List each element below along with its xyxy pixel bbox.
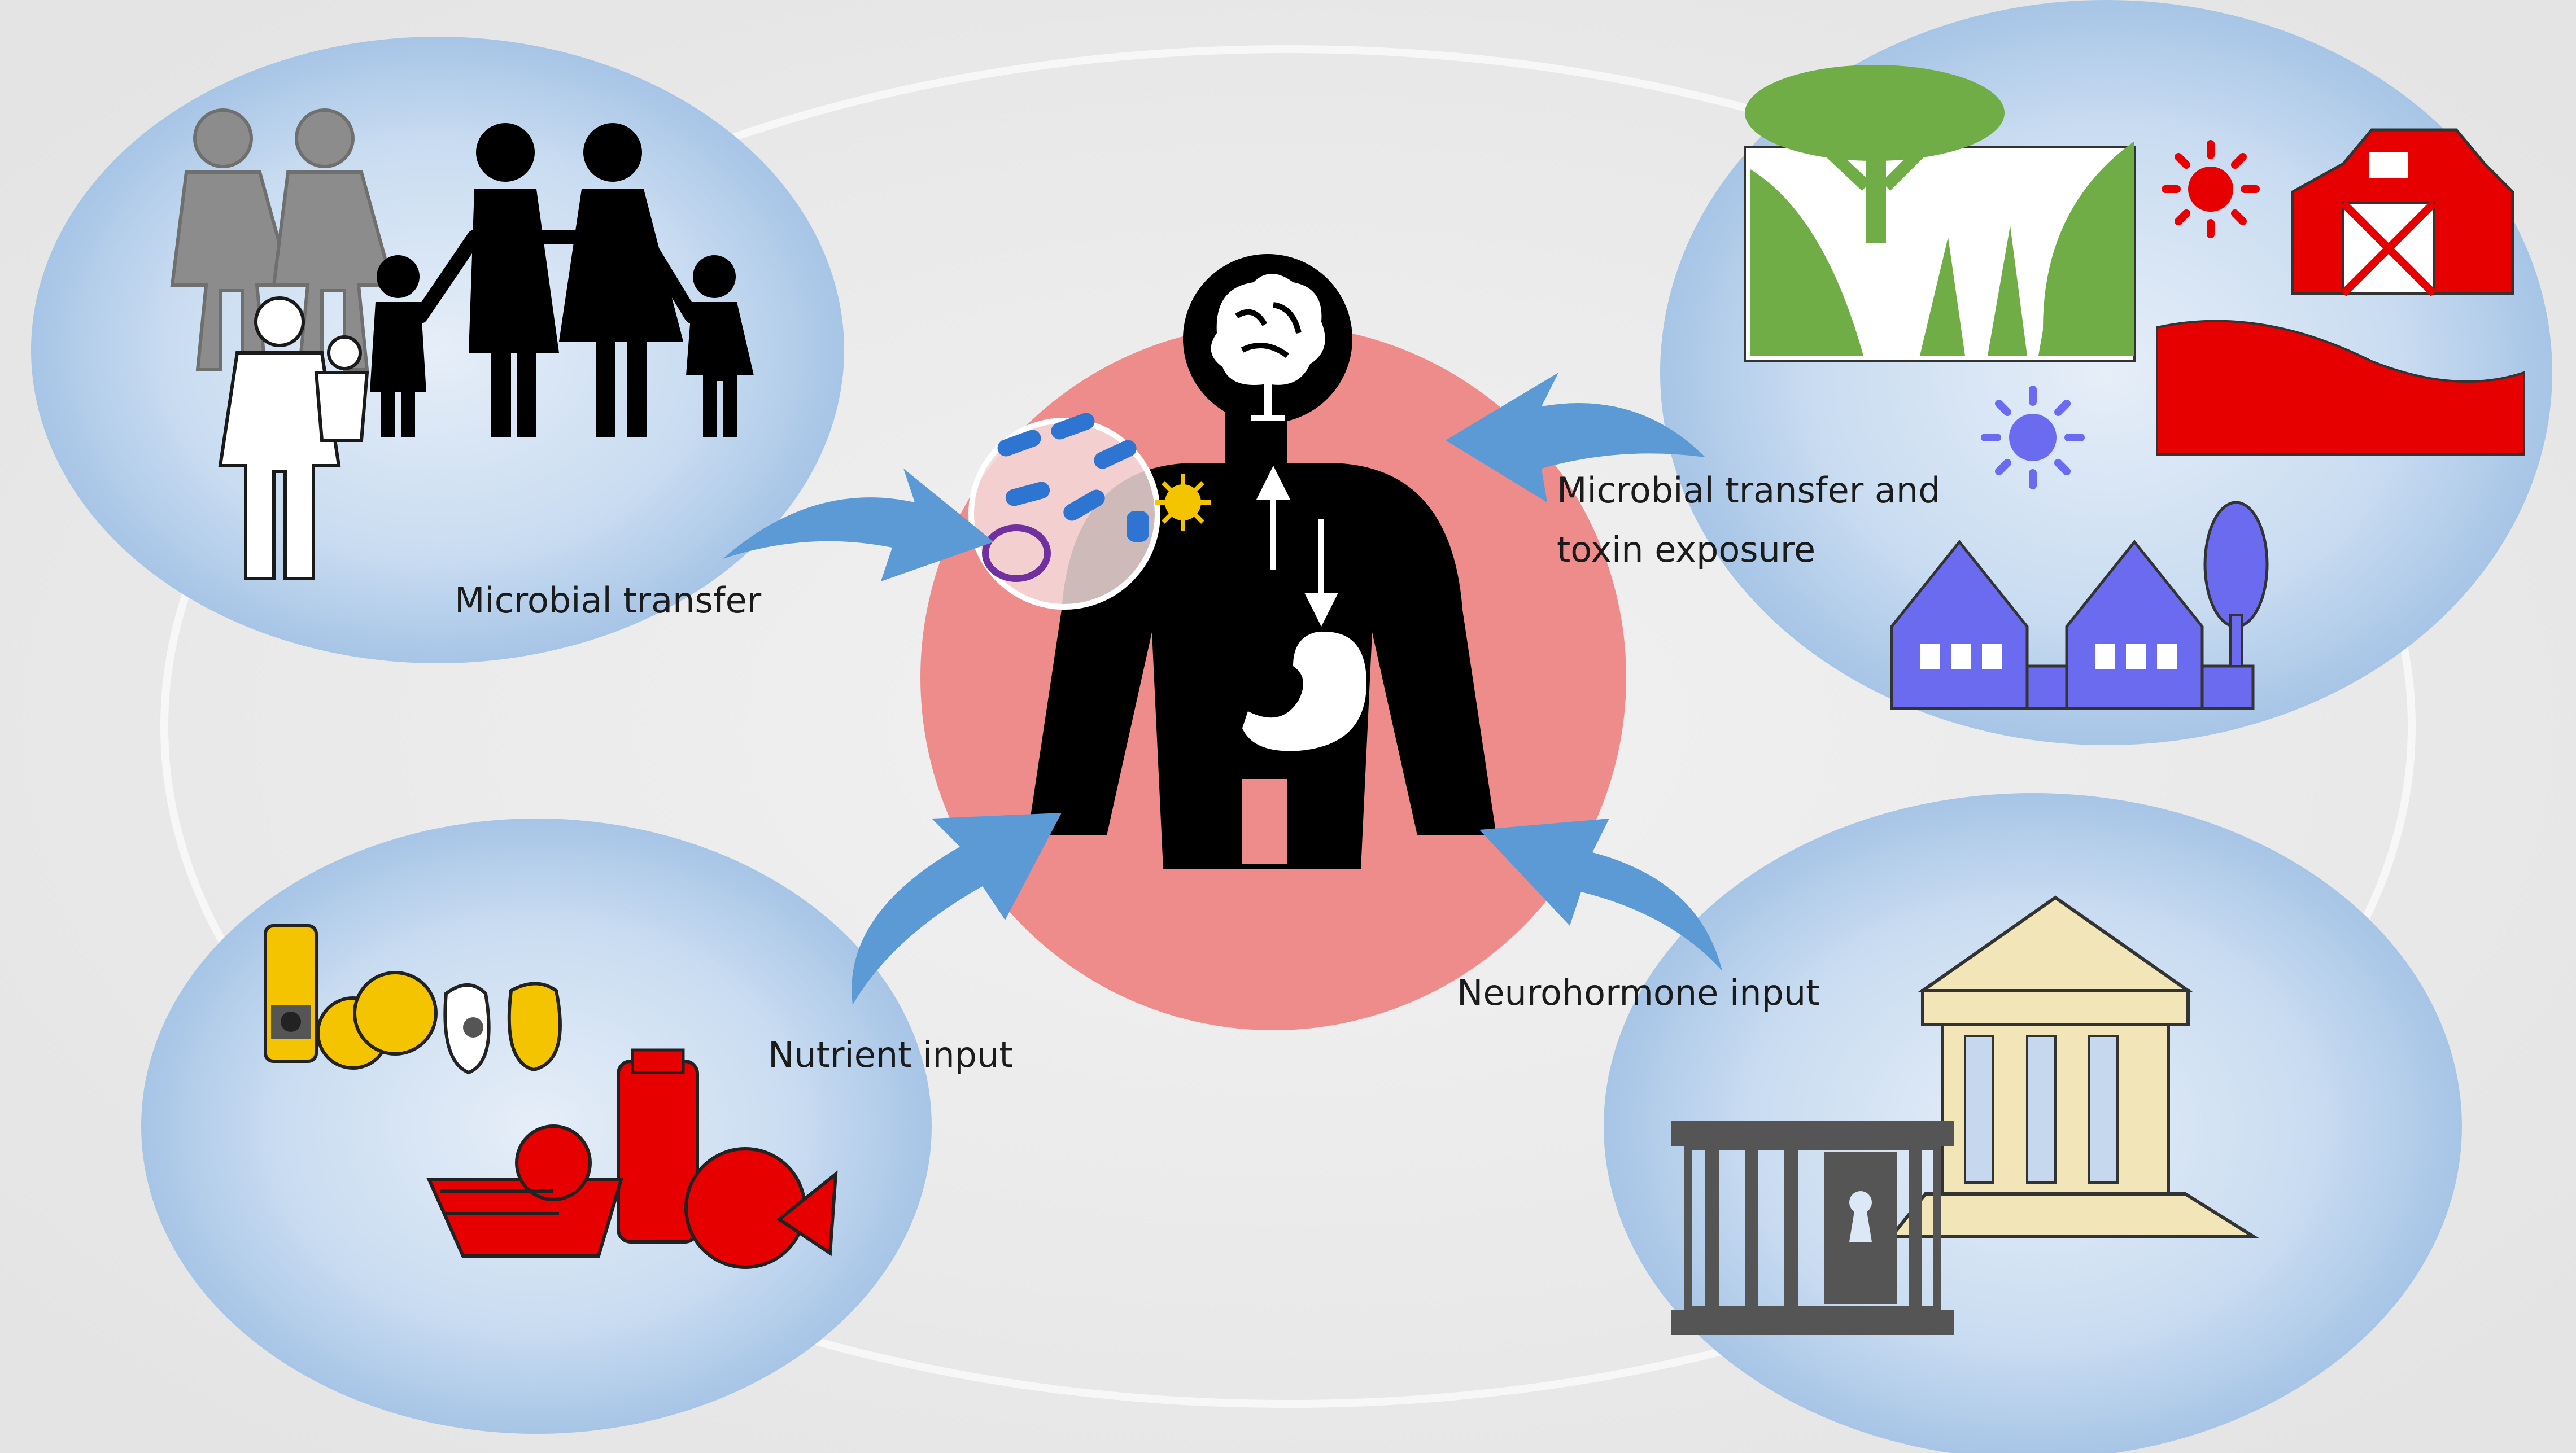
houses-icon [1890,539,2255,710]
microbes-icon [968,413,1211,610]
sun-icon [2162,140,2260,238]
label-neurohormone-input: Neurohormone input [1457,972,1819,1013]
arrow-neurohormone [1479,819,1722,971]
courthouse-icon [1888,895,2259,1238]
brain-icon [1183,254,1352,423]
arrow-nutrient [852,813,1062,1005]
sun-icon [1981,386,2085,489]
label-nutrient-input: Nutrient input [768,1034,1013,1075]
barn-icon [2156,128,2525,456]
black-family-icon [370,123,754,437]
family-icon [170,108,754,580]
label-microbial-transfer: Microbial transfer [455,580,762,621]
forest-icon [1744,65,2136,362]
juice-icon [426,1048,838,1269]
arrow-environment [1446,373,1705,502]
stomach-icon [1242,632,1366,751]
input-arrows [723,373,1722,1005]
label-environment-line1: Microbial transfer and [1557,470,1941,511]
arrow-family [723,469,994,581]
jail-icon [1671,1121,1954,1335]
background-ring [160,45,2416,1408]
fruits-icon [264,924,562,1075]
label-environment-line2: toxin exposure [1557,529,1815,570]
gut-brain-arrows [1256,466,1338,627]
tree-icon [2203,501,2269,667]
nutrient-ellipse [141,819,932,1434]
parent-child-icon [218,296,369,580]
